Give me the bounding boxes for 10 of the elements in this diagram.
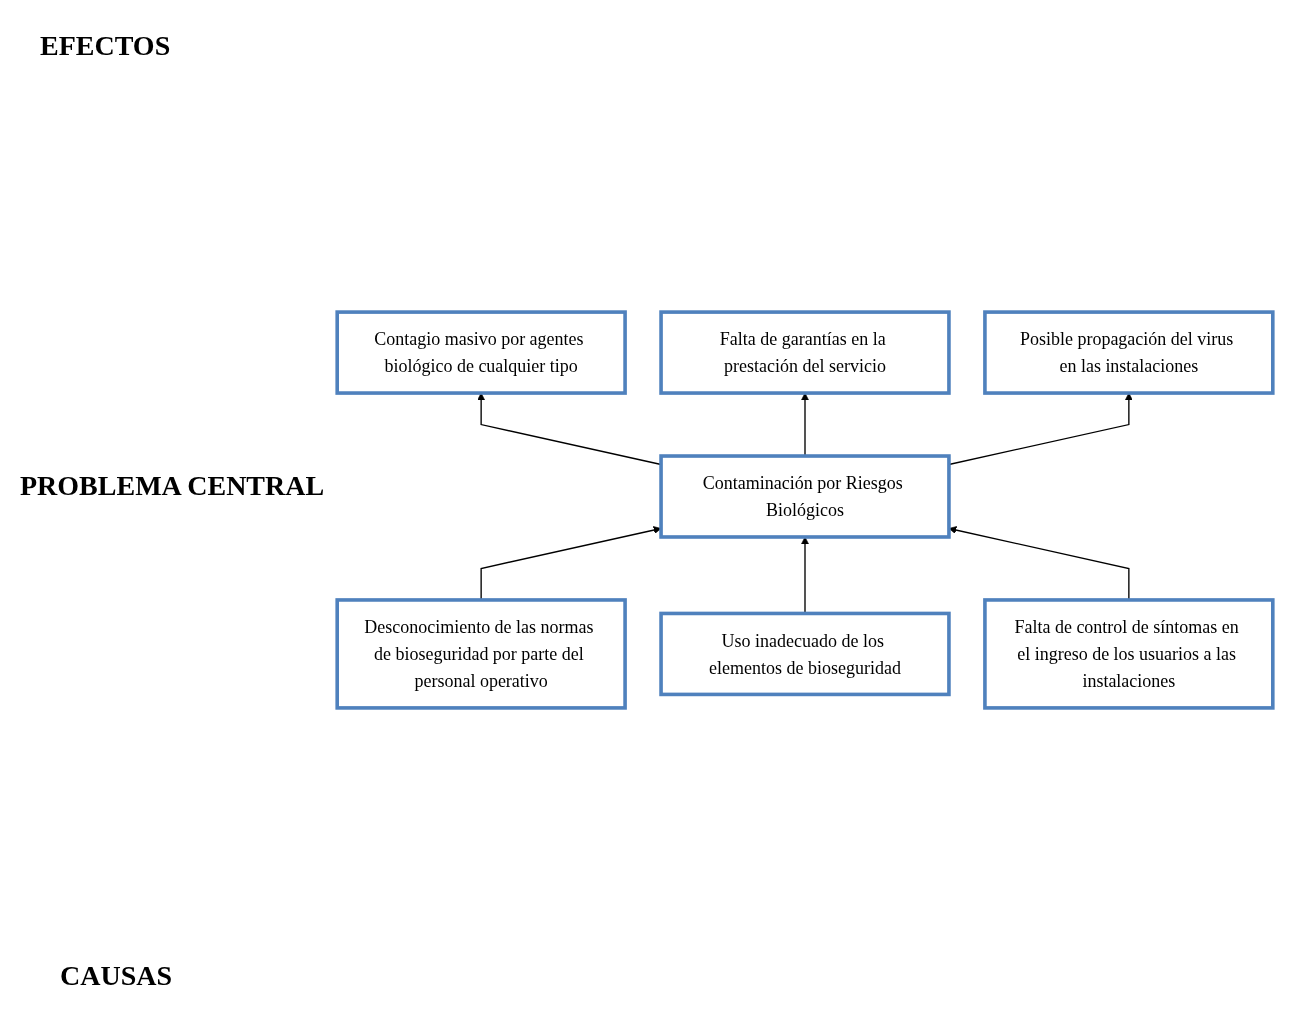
node-box: Falta de garantías en la prestación del servicio [659, 310, 951, 395]
section-heading: CAUSAS [60, 960, 173, 992]
node-box: Desconocimiento de las normas de bioseguridad por parte del personal operativo [335, 598, 627, 710]
node-box: Falta de control de síntomas en el ingreso de los usuarios a las instalaciones [983, 598, 1275, 710]
section-heading: EFECTOS [40, 30, 171, 62]
node-box: Posible propagación del virus en las instalaciones [983, 310, 1275, 395]
section-heading: PROBLEMA CENTRAL [20, 470, 325, 502]
node-box: Uso inadecuado de los elementos de bioseguridad [659, 611, 951, 697]
node-box: Contagio masivo por agentes biológico de cualquier tipo [335, 310, 627, 395]
node-box: Contaminación por Riesgos Biológicos [659, 454, 951, 539]
